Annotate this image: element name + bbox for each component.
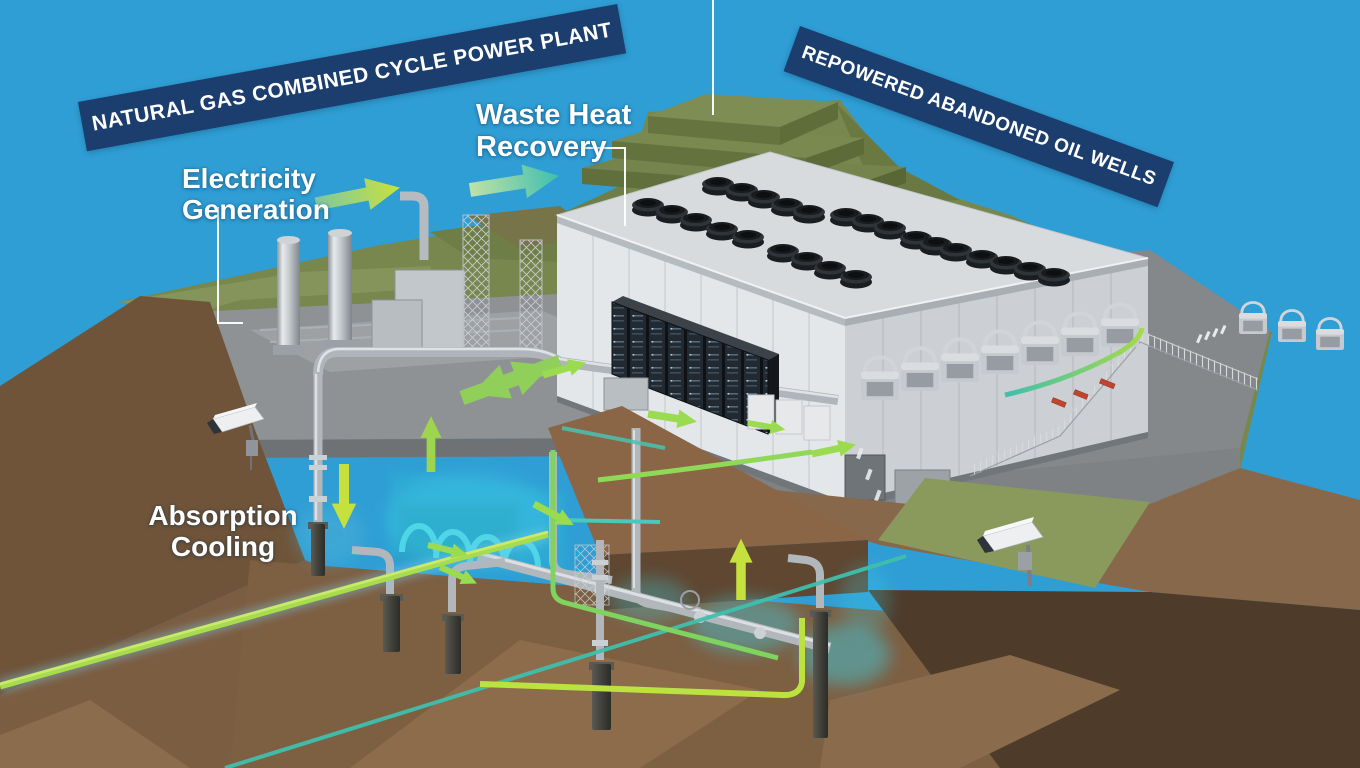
underground-cross-section (0, 296, 1360, 768)
flow-lines (0, 416, 907, 768)
label-waste-heat-recovery-line2: Recovery (476, 130, 607, 163)
stack-1 (273, 236, 304, 355)
label-electricity-generation-line2: Generation (182, 193, 330, 225)
label-absorption-cooling-line1: Absorption (148, 500, 298, 531)
road-markings (856, 447, 882, 502)
red-markers (1051, 378, 1116, 408)
label-electricity-generation-line1: Electricity (182, 163, 316, 194)
leader-waste-heat-recovery (585, 147, 626, 226)
surface-flow (455, 327, 1145, 483)
well-casings (380, 594, 831, 738)
label-absorption-cooling: Absorption Cooling (148, 500, 298, 563)
label-waste-heat-recovery-line1: Waste Heat (476, 99, 632, 131)
right-camera (977, 517, 1044, 587)
crosswalk (1196, 324, 1227, 344)
label-absorption-cooling-line2: Cooling (170, 530, 276, 562)
label-waste-heat-recovery: Waste Heat Recovery (476, 99, 632, 164)
stack-2 (324, 229, 356, 350)
leader-electricity-generation (217, 207, 243, 324)
label-electricity-generation: Electricity Generation (182, 163, 330, 226)
underground-pipes (308, 372, 890, 738)
left-camera (207, 403, 265, 470)
leader-lines (217, 0, 714, 324)
